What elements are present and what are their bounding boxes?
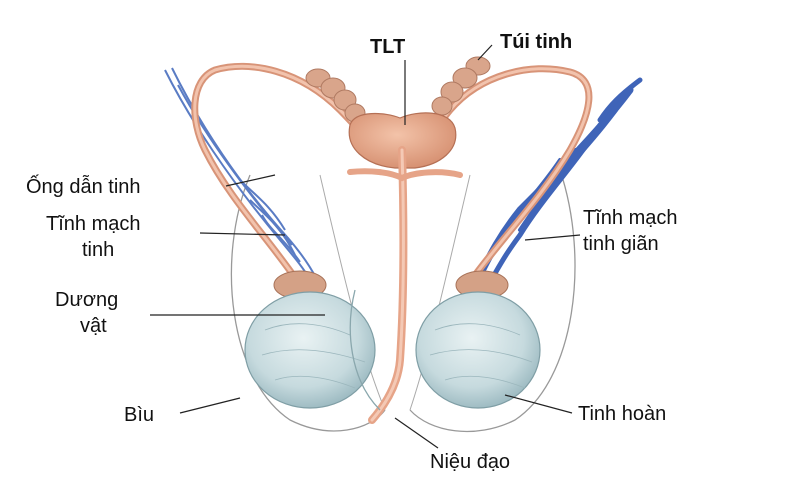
label-seminal-vesicle: Túi tinh — [500, 31, 573, 53]
label-scrotum: Bìu — [124, 404, 155, 426]
label-penis-2: vật — [80, 315, 107, 337]
urethra-branches — [347, 168, 463, 182]
scrotum-left-outline — [230, 174, 386, 432]
label-prostate: TLT — [370, 36, 406, 58]
label-penis-1: Dương — [55, 289, 119, 311]
prostate-gland — [348, 112, 457, 169]
label-testis: Tinh hoàn — [578, 403, 667, 425]
scrotum-left-inner — [319, 174, 386, 411]
spermatic-vein-left — [164, 67, 317, 281]
label-vas-deferens: Ống dẫn tinh — [26, 176, 141, 198]
urethra-inner — [370, 148, 405, 422]
scrotum-right-inner — [409, 174, 471, 411]
label-urethra: Niệu đạo — [430, 451, 511, 473]
vas-deferens-left-highlight — [193, 64, 387, 287]
leader-lines — [150, 44, 581, 449]
seminal-vesicle-left — [305, 68, 366, 123]
label-varicocele-1: Tĩnh mạch — [583, 207, 678, 229]
label-spermatic-vein-1: Tĩnh mạch — [46, 213, 141, 235]
urethra — [368, 146, 408, 424]
label-spermatic-vein-2: tinh — [82, 239, 115, 261]
penis-shaft-line — [349, 289, 381, 411]
label-varicocele-2: tinh giãn — [583, 233, 659, 255]
